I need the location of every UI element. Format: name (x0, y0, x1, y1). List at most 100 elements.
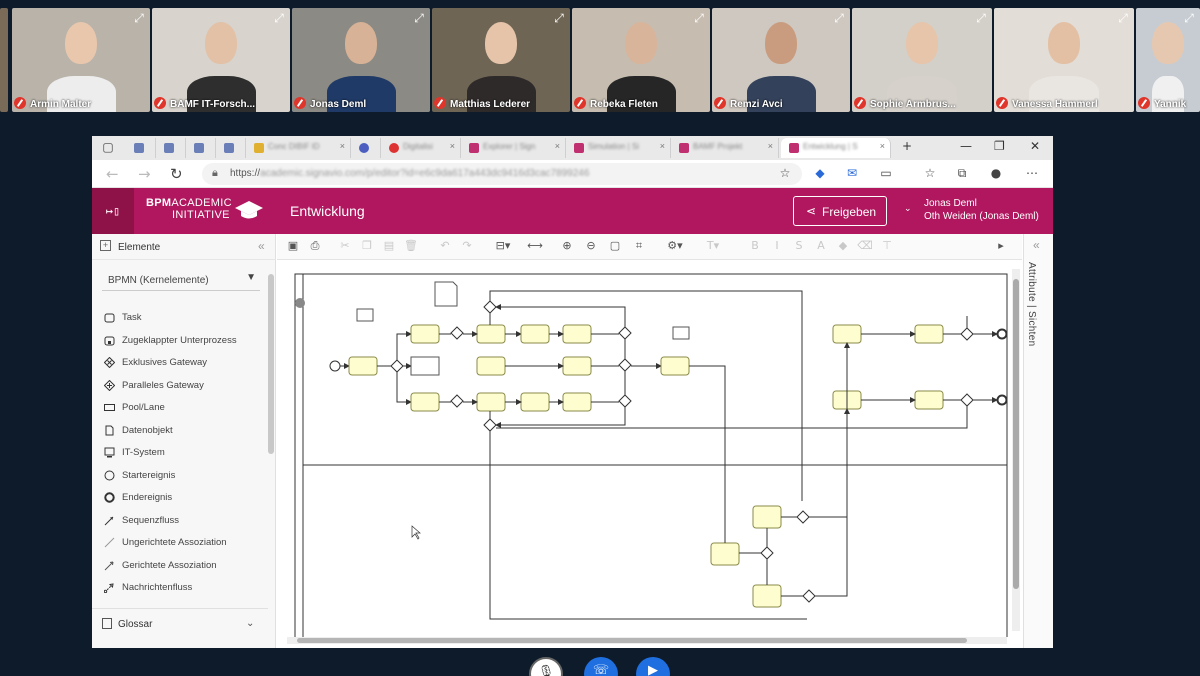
close-icon[interactable]: × (554, 141, 560, 151)
extension-icon[interactable]: ◆ (815, 166, 825, 180)
print-icon[interactable]: ⎙ (310, 239, 320, 252)
tab-actions-icon[interactable]: ▢ (102, 140, 114, 154)
element-item[interactable]: IT-System (102, 444, 262, 462)
new-tab-button[interactable]: + (902, 139, 913, 153)
tab-pinned-1[interactable] (126, 138, 156, 158)
url-field[interactable]: 🔒︎ https://academic.signavio.com/p/edito… (202, 163, 802, 185)
close-icon[interactable]: × (449, 141, 455, 151)
tab-5[interactable]: BAMF Projekt× (671, 138, 779, 158)
participant-tile[interactable]: ⤢Matthias Lederer (432, 8, 570, 112)
tab-active[interactable]: Entwicklung | S× (781, 138, 891, 158)
close-icon[interactable]: × (767, 141, 773, 151)
apps-icon[interactable]: ↦▯ (92, 188, 134, 234)
zoom-out-icon[interactable]: ⊖ (586, 239, 596, 252)
expand-icon[interactable]: ⤢ (1118, 11, 1128, 25)
collapse-left-icon[interactable]: « (1033, 238, 1040, 252)
undo-icon[interactable]: ↶ (440, 239, 450, 252)
expand-icon[interactable]: ⤢ (554, 11, 564, 25)
close-icon[interactable]: × (659, 141, 665, 151)
more-icon[interactable]: ⋯ (1026, 166, 1038, 180)
expand-icon[interactable]: ⤢ (694, 11, 704, 25)
reading-icon[interactable]: ▭ (880, 166, 892, 180)
sidebar-scrollbar[interactable] (268, 274, 274, 454)
tab-3[interactable]: Explorer | Sign× (461, 138, 566, 158)
tab-pinned-2[interactable] (156, 138, 186, 158)
element-item[interactable]: Endereignis (102, 489, 262, 507)
tab-4[interactable]: Simulation | Si× (566, 138, 671, 158)
element-item[interactable]: Nachrichtenfluss (102, 579, 262, 597)
participant-tile[interactable]: ⤢Vanessa Hammerl (994, 8, 1134, 112)
hang-up-button[interactable]: ☏ (584, 657, 618, 676)
close-window-icon[interactable]: ✕ (1030, 139, 1041, 153)
save-icon[interactable]: ▣ (287, 239, 299, 252)
participant-tile[interactable] (0, 8, 8, 112)
bold-icon[interactable]: B (751, 239, 759, 252)
participant-tile[interactable]: ⤢Rebeka Fleten (572, 8, 710, 112)
reload-icon[interactable]: ↻ (170, 165, 183, 183)
back-icon[interactable]: ← (106, 165, 119, 183)
font-icon[interactable]: T▾ (706, 239, 720, 252)
tab-2[interactable]: Digitalisi× (381, 138, 461, 158)
canvas-vertical-scrollbar[interactable] (1012, 269, 1020, 631)
element-set-select[interactable]: BPMN (Kernelemente) ▼ (102, 269, 260, 291)
font-color-icon[interactable]: A (817, 239, 825, 252)
expand-icon[interactable]: ⤢ (834, 11, 844, 25)
layout-icon[interactable]: ⚙▾ (667, 239, 683, 252)
minimize-icon[interactable]: — (960, 139, 972, 153)
canvas-horizontal-scrollbar[interactable] (287, 637, 1007, 644)
participant-tile[interactable]: ⤢Remzi Avci (712, 8, 850, 112)
share-button[interactable]: ⋖ Freigeben (793, 196, 887, 226)
close-icon[interactable]: × (339, 141, 345, 151)
expand-icon[interactable]: ⤢ (1184, 11, 1194, 25)
camera-button[interactable]: ▶ (636, 657, 670, 676)
glossar-section[interactable]: Glossar ⌄ (92, 608, 268, 638)
strike-icon[interactable]: S (795, 239, 803, 252)
collections-icon[interactable]: ⧉ (957, 166, 967, 180)
favorite-star-icon[interactable]: ☆ (779, 166, 791, 180)
expand-icon[interactable]: ⤢ (414, 11, 424, 25)
element-item[interactable]: Startereignis (102, 467, 262, 485)
element-item[interactable]: Exklusives Gateway (102, 354, 262, 372)
forward-icon[interactable]: → (138, 165, 151, 183)
tab-pinned-3[interactable] (186, 138, 216, 158)
tab-pinned-5[interactable] (351, 138, 381, 158)
tab-pinned-4[interactable] (216, 138, 246, 158)
element-item[interactable]: Sequenzfluss (102, 512, 262, 530)
participant-tile[interactable]: ⤢Yannik (1136, 8, 1200, 112)
profile-icon[interactable]: ● (990, 166, 1002, 180)
attributes-tab[interactable]: Attribute | Sichten (1026, 262, 1037, 347)
italic-icon[interactable]: I (775, 239, 779, 252)
element-item[interactable]: Pool/Lane (102, 399, 262, 417)
mail-icon[interactable]: ✉ (846, 166, 858, 180)
align-icon[interactable]: ⊟▾ (495, 239, 511, 252)
eraser-icon[interactable]: ⌫ (857, 239, 873, 252)
element-item[interactable]: Paralleles Gateway (102, 377, 262, 395)
copy-icon[interactable]: ❐ (362, 239, 372, 252)
expand-icon[interactable]: ⤢ (274, 11, 284, 25)
zoom-in-icon[interactable]: ⊕ (562, 239, 572, 252)
participant-tile[interactable]: ⤢Sophie Armbrus... (852, 8, 992, 112)
format-painter-icon[interactable]: ⊤ (882, 239, 892, 252)
modeling-canvas[interactable] (277, 261, 1022, 648)
tab-1[interactable]: Conc DIBIF ID× (246, 138, 351, 158)
close-icon[interactable]: × (879, 141, 885, 151)
zoom-fit-icon[interactable]: ⌗ (635, 239, 643, 252)
restore-icon[interactable]: ❐ (994, 139, 1005, 153)
expand-icon[interactable]: ⤢ (976, 11, 986, 25)
expand-icon[interactable]: ⤢ (134, 11, 144, 25)
paste-icon[interactable]: ▤ (383, 239, 395, 252)
fill-icon[interactable]: ◆ (838, 239, 848, 252)
element-item[interactable]: Datenobjekt (102, 422, 262, 440)
participant-tile[interactable]: ⤢Armin Malter (12, 8, 150, 112)
distribute-icon[interactable]: ⟷ (527, 239, 543, 252)
element-item[interactable]: Ungerichtete Assoziation (102, 534, 262, 552)
mute-button[interactable]: 🎙︎ (529, 657, 563, 676)
redo-icon[interactable]: ↷ (462, 239, 472, 252)
zoom-actual-icon[interactable]: ▢ (609, 239, 621, 252)
participant-tile[interactable]: ⤢Jonas Deml (292, 8, 430, 112)
delete-icon[interactable]: 🗑︎ (404, 239, 418, 252)
element-item[interactable]: Gerichtete Assoziation (102, 557, 262, 575)
cut-icon[interactable]: ✂ (340, 239, 350, 252)
element-item[interactable]: Task (102, 309, 262, 327)
expand-panel-icon[interactable]: ▸ (998, 239, 1004, 252)
